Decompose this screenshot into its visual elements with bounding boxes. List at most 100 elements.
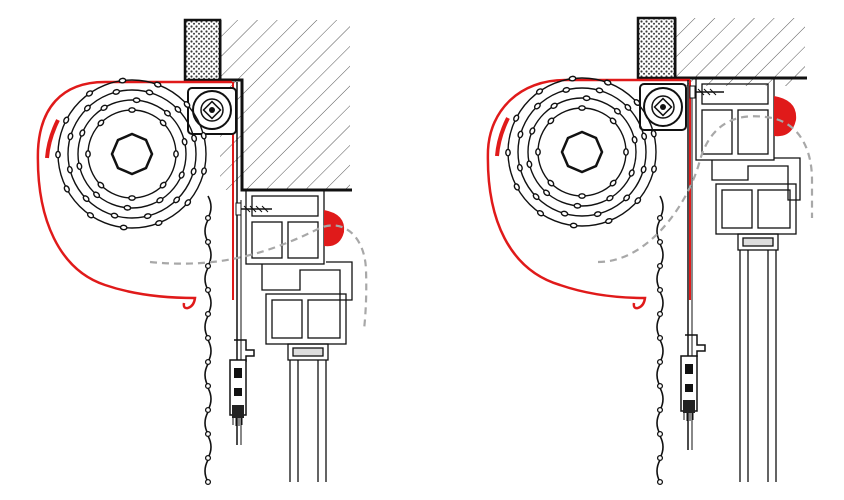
slat-link <box>63 185 70 193</box>
slat-link <box>529 127 536 135</box>
coil-ring <box>517 87 647 217</box>
lock-mechanism-icon <box>680 334 706 421</box>
slat-link <box>174 105 182 113</box>
slat-hinge <box>204 382 212 390</box>
hanging-slat <box>656 219 661 243</box>
slat-link <box>513 114 520 122</box>
slat-link <box>606 194 614 202</box>
slat-link <box>634 197 642 205</box>
slat-link <box>595 87 604 94</box>
slat-link <box>605 217 613 225</box>
slat-link <box>526 160 533 169</box>
hanging-slat <box>659 435 664 459</box>
slat-link <box>624 103 632 111</box>
screw-icon <box>689 85 724 99</box>
hanging-slats <box>204 195 212 486</box>
box-casing-red <box>486 78 690 310</box>
slat-link <box>573 202 582 209</box>
window-frame-profile <box>245 189 353 361</box>
slat-link <box>173 196 181 204</box>
slat-link <box>631 135 638 144</box>
slat-link <box>603 79 612 86</box>
slat-link <box>513 183 520 191</box>
slat-hinge <box>204 334 212 342</box>
screw-icon <box>235 202 272 216</box>
slat-link <box>562 86 571 93</box>
slat-link <box>183 101 191 108</box>
slat-link <box>569 222 578 229</box>
slat-hinge <box>204 310 212 318</box>
coil-ring <box>67 89 197 219</box>
pulley-icon <box>187 87 237 135</box>
slat-hinge <box>204 430 212 438</box>
coil-ring <box>77 99 187 209</box>
slat-link <box>79 129 86 137</box>
insulation-block <box>183 18 222 82</box>
slat-link <box>191 134 198 143</box>
lock-mechanism-icon <box>229 339 255 426</box>
hanging-slat <box>207 291 212 315</box>
slat-link <box>200 131 207 140</box>
slat-link <box>85 90 94 97</box>
slat-link <box>543 189 551 197</box>
slat-link <box>578 105 586 111</box>
slat-link <box>628 169 635 177</box>
slat-hinge <box>656 238 664 246</box>
slat-hinge <box>204 358 212 366</box>
slat-link <box>97 119 105 127</box>
slat-link <box>535 148 541 156</box>
slat-link <box>641 132 648 141</box>
slat-hinge <box>204 286 212 294</box>
slat-link <box>633 99 641 106</box>
slat-hinge <box>656 334 664 342</box>
window-frame-profile <box>695 77 801 251</box>
glass-pane <box>289 360 327 482</box>
slat-hinge <box>656 382 664 390</box>
slat-link <box>66 165 73 174</box>
slat-hinge <box>204 478 212 486</box>
hanging-slat <box>659 195 664 219</box>
slat-link <box>118 77 127 84</box>
octagon-axle-icon <box>110 132 154 176</box>
hanging-slat <box>656 363 661 387</box>
slat-hinge <box>204 214 212 222</box>
hanging-slat <box>656 411 661 435</box>
slat-link <box>97 181 105 189</box>
slat-link <box>159 119 167 127</box>
slat-link <box>163 109 171 117</box>
box-casing-thick-arc <box>495 117 510 157</box>
slat-hinge <box>656 286 664 294</box>
slat-link <box>651 165 657 173</box>
slat-link <box>532 193 540 201</box>
slat-link <box>184 199 192 207</box>
slat-link <box>623 148 629 156</box>
slat-link <box>201 167 207 175</box>
box-casing-red <box>36 80 232 310</box>
hanging-slat <box>204 363 209 387</box>
slat-link <box>578 193 586 199</box>
slat-link <box>593 211 602 218</box>
slat-link <box>190 167 197 176</box>
slat-link <box>93 191 101 199</box>
slat-link <box>82 195 90 203</box>
slat-link <box>156 196 164 204</box>
hanging-slat <box>656 315 661 339</box>
wall-hatch <box>675 18 805 86</box>
hanging-slat <box>204 459 209 483</box>
slat-link <box>55 150 61 159</box>
slat-hinge <box>656 310 664 318</box>
slat-link <box>623 194 631 202</box>
slat-link <box>86 211 95 219</box>
slat-link <box>609 117 617 125</box>
slat-hinge <box>656 430 664 438</box>
hanging-slat <box>659 339 664 363</box>
slat-hinge <box>656 478 664 486</box>
slat-link <box>153 81 162 88</box>
slat-link <box>650 129 657 138</box>
slat-link <box>640 165 647 174</box>
slat-link <box>178 171 185 179</box>
dashed-opening-arc <box>597 115 814 264</box>
slat-hinge <box>656 406 664 414</box>
slat-link <box>123 204 132 211</box>
